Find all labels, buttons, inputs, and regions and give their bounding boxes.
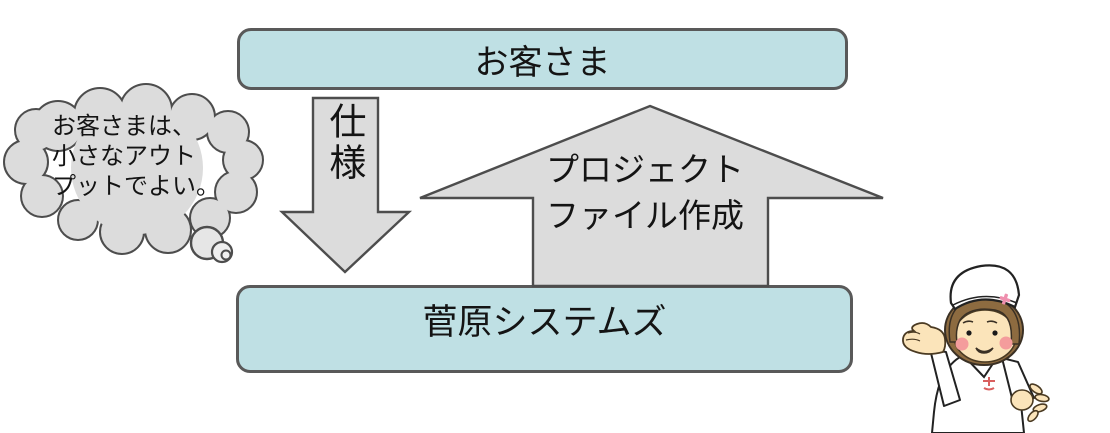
down-arrow-label: 仕様 — [323, 102, 365, 184]
company-box-label: 菅原システムズ — [422, 303, 667, 342]
nurse-left-hand — [902, 322, 947, 355]
customer-box-label: お客さま — [474, 43, 611, 82]
nurse-fringe — [948, 295, 1021, 345]
company-box: 菅原システムズ — [236, 285, 853, 373]
nurse-right-hand — [1010, 383, 1050, 423]
nurse-hair — [944, 294, 1024, 366]
nurse-collar — [963, 352, 1001, 379]
up-arrow-label: プロジェクト ファイル作成 — [500, 147, 790, 239]
nurse-left-sleeve — [929, 348, 961, 407]
thought-bubble-line3: プットでよい。 — [52, 173, 220, 200]
up-arrow-label-line2: ファイル作成 — [546, 197, 744, 234]
thought-bubble-tail — [189, 225, 234, 264]
up-arrow-label-line1: プロジェクト — [546, 151, 744, 188]
nurse-emblem — [983, 377, 995, 391]
nurse-right-sleeve — [1001, 357, 1035, 407]
nurse-cap-cross-icon — [999, 293, 1011, 305]
nurse-cap — [949, 264, 1021, 311]
nurse-character-illustration — [902, 264, 1050, 433]
thought-bubble-line2: 小さなアウト — [52, 143, 196, 170]
nurse-body — [930, 352, 1026, 433]
thought-bubble-line1: お客さまは、 — [52, 113, 196, 140]
nurse-face — [953, 309, 1017, 363]
customer-box: お客さま — [237, 28, 848, 90]
thought-bubble-text: お客さまは、 小さなアウト プットでよい。 — [52, 112, 237, 202]
